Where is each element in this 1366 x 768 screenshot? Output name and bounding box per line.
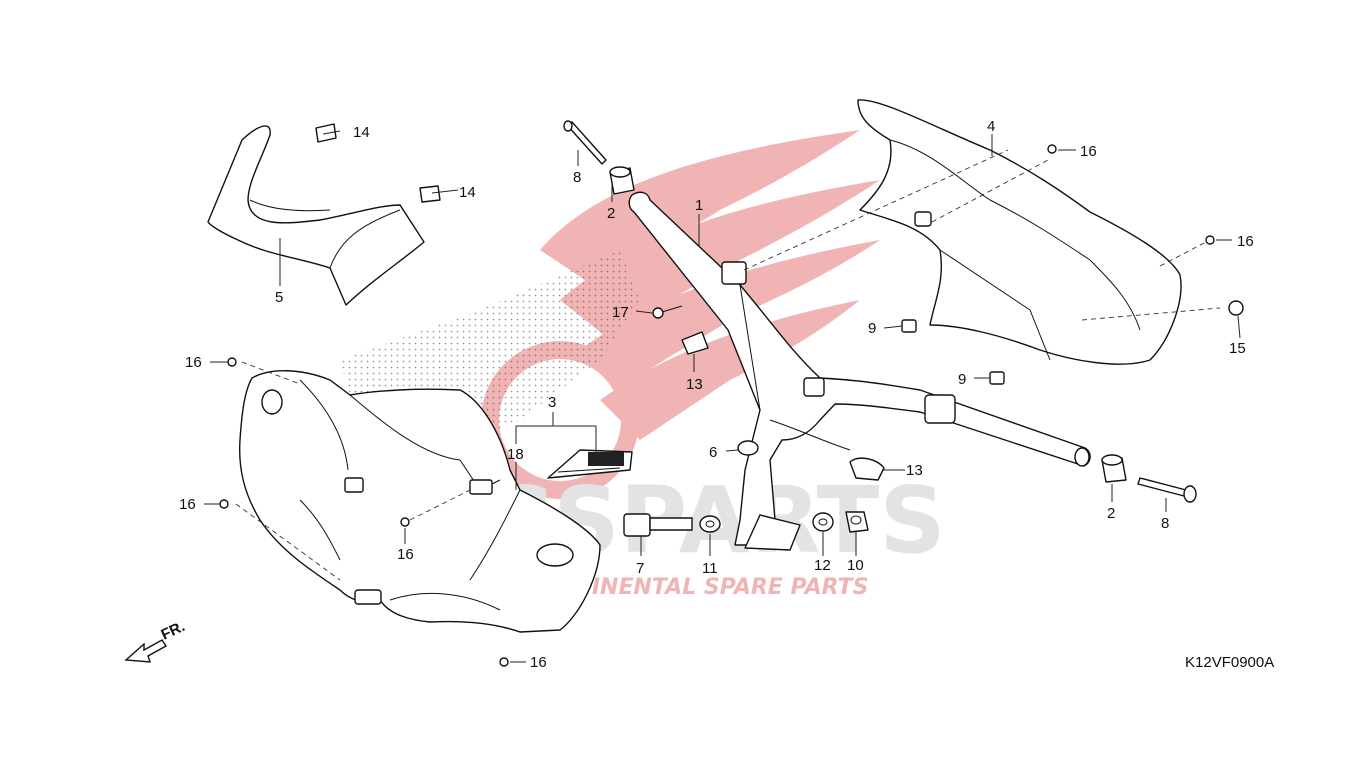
callout-16-f: 16: [1237, 233, 1254, 250]
part-17-screw: [652, 305, 683, 319]
part-5-center-cover: [207, 125, 425, 306]
front-indicator: FR.: [124, 618, 188, 663]
part-8-bolt-right: [1137, 477, 1197, 503]
callout-5: 5: [275, 289, 283, 306]
callout-18: 18: [507, 446, 524, 463]
part-9-clip-b: [989, 371, 1005, 385]
callout-8-top: 8: [573, 169, 581, 186]
callout-15: 15: [1229, 340, 1246, 357]
part-7-bolt: [623, 513, 693, 537]
callout-2-top: 2: [607, 205, 615, 222]
part-1-handlebar: [628, 191, 1091, 551]
part-11-washer: [699, 515, 721, 533]
callout-1: 1: [695, 197, 703, 214]
callout-8-right: 8: [1161, 515, 1169, 532]
part-13-clip-b: [849, 457, 885, 481]
leader-lines: [204, 130, 1241, 663]
callout-9-b: 9: [958, 371, 966, 388]
diagram-code: K12VF0900A: [1185, 654, 1274, 671]
callout-11: 11: [702, 560, 718, 577]
callout-14-b: 14: [459, 184, 476, 201]
part-13-clip-a: [681, 331, 709, 355]
callout-16-d: 16: [530, 654, 547, 671]
part-14-clip-b: [419, 185, 441, 203]
callout-14-a: 14: [353, 124, 370, 141]
part-12-nut: [812, 512, 834, 532]
callout-13-a: 13: [686, 376, 703, 393]
part-3-front-cover: [238, 370, 601, 633]
callouts: 1 2 2 3 4 5 6 7 8 8 9 9 10 11 12 13 13 1…: [179, 118, 1254, 671]
callout-6: 6: [709, 444, 717, 461]
callout-13-b: 13: [906, 462, 923, 479]
part-3-emblem: [547, 449, 633, 479]
part-10-nut: [845, 511, 869, 533]
part-4-rear-cover: [857, 99, 1182, 365]
callout-16-a: 16: [185, 354, 202, 371]
part-2-rubber-top: [609, 166, 635, 195]
part-15-screw: [1228, 300, 1244, 316]
callout-9-a: 9: [868, 320, 876, 337]
callout-10: 10: [847, 557, 864, 574]
front-label: FR.: [159, 618, 188, 644]
callout-2-right: 2: [1107, 505, 1115, 522]
dashed-guides: [235, 149, 1221, 581]
part-2-rubber-right: [1101, 454, 1127, 483]
part-6-grommet: [737, 440, 759, 456]
front-arrow-icon: [124, 639, 168, 663]
callout-16-b: 16: [179, 496, 196, 513]
part-8-bolt-top: [563, 120, 607, 165]
callout-4: 4: [987, 118, 995, 135]
callout-12: 12: [814, 557, 831, 574]
callout-17: 17: [612, 304, 629, 321]
callout-16-e: 16: [1080, 143, 1097, 160]
part-9-clip-a: [901, 319, 917, 333]
callout-3: 3: [548, 394, 556, 411]
callout-16-c: 16: [397, 546, 414, 563]
callout-7: 7: [636, 560, 644, 577]
